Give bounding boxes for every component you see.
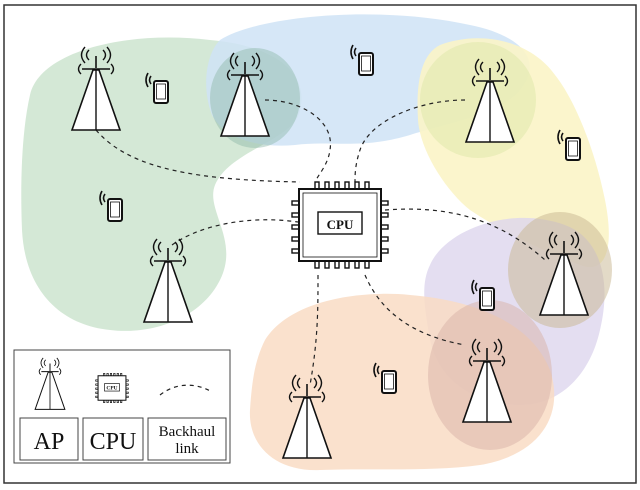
legend-cpu-cell xyxy=(82,417,144,461)
backhaul-link xyxy=(264,99,332,183)
legend-cpu-icon: CPU xyxy=(95,373,129,403)
legend-ap-cell xyxy=(19,417,79,461)
backhaul-links xyxy=(95,99,546,386)
cpu-label: CPU xyxy=(327,217,354,232)
cpu-chip: CPU xyxy=(291,181,389,269)
backhaul-link xyxy=(354,99,466,183)
legend-cpu-icon-label: CPU xyxy=(106,386,117,392)
backhaul-link xyxy=(171,219,299,246)
legend-backhaul-label-line2: link xyxy=(175,441,199,457)
coverage-region-yellow xyxy=(417,38,609,268)
backhaul-link xyxy=(384,208,546,261)
legend: CPU AP CPU Backhaul link xyxy=(13,349,231,464)
backhaul-link xyxy=(95,129,301,183)
legend-backhaul-cell xyxy=(147,417,227,461)
legend-backhaul-sample xyxy=(159,384,213,396)
legend-cpu-label: CPU xyxy=(90,429,137,455)
legend-ap-label: AP xyxy=(34,429,65,455)
backhaul-link xyxy=(364,274,466,346)
legend-backhaul-label-line1: Backhaul xyxy=(159,424,216,440)
backhaul-link xyxy=(309,274,319,386)
